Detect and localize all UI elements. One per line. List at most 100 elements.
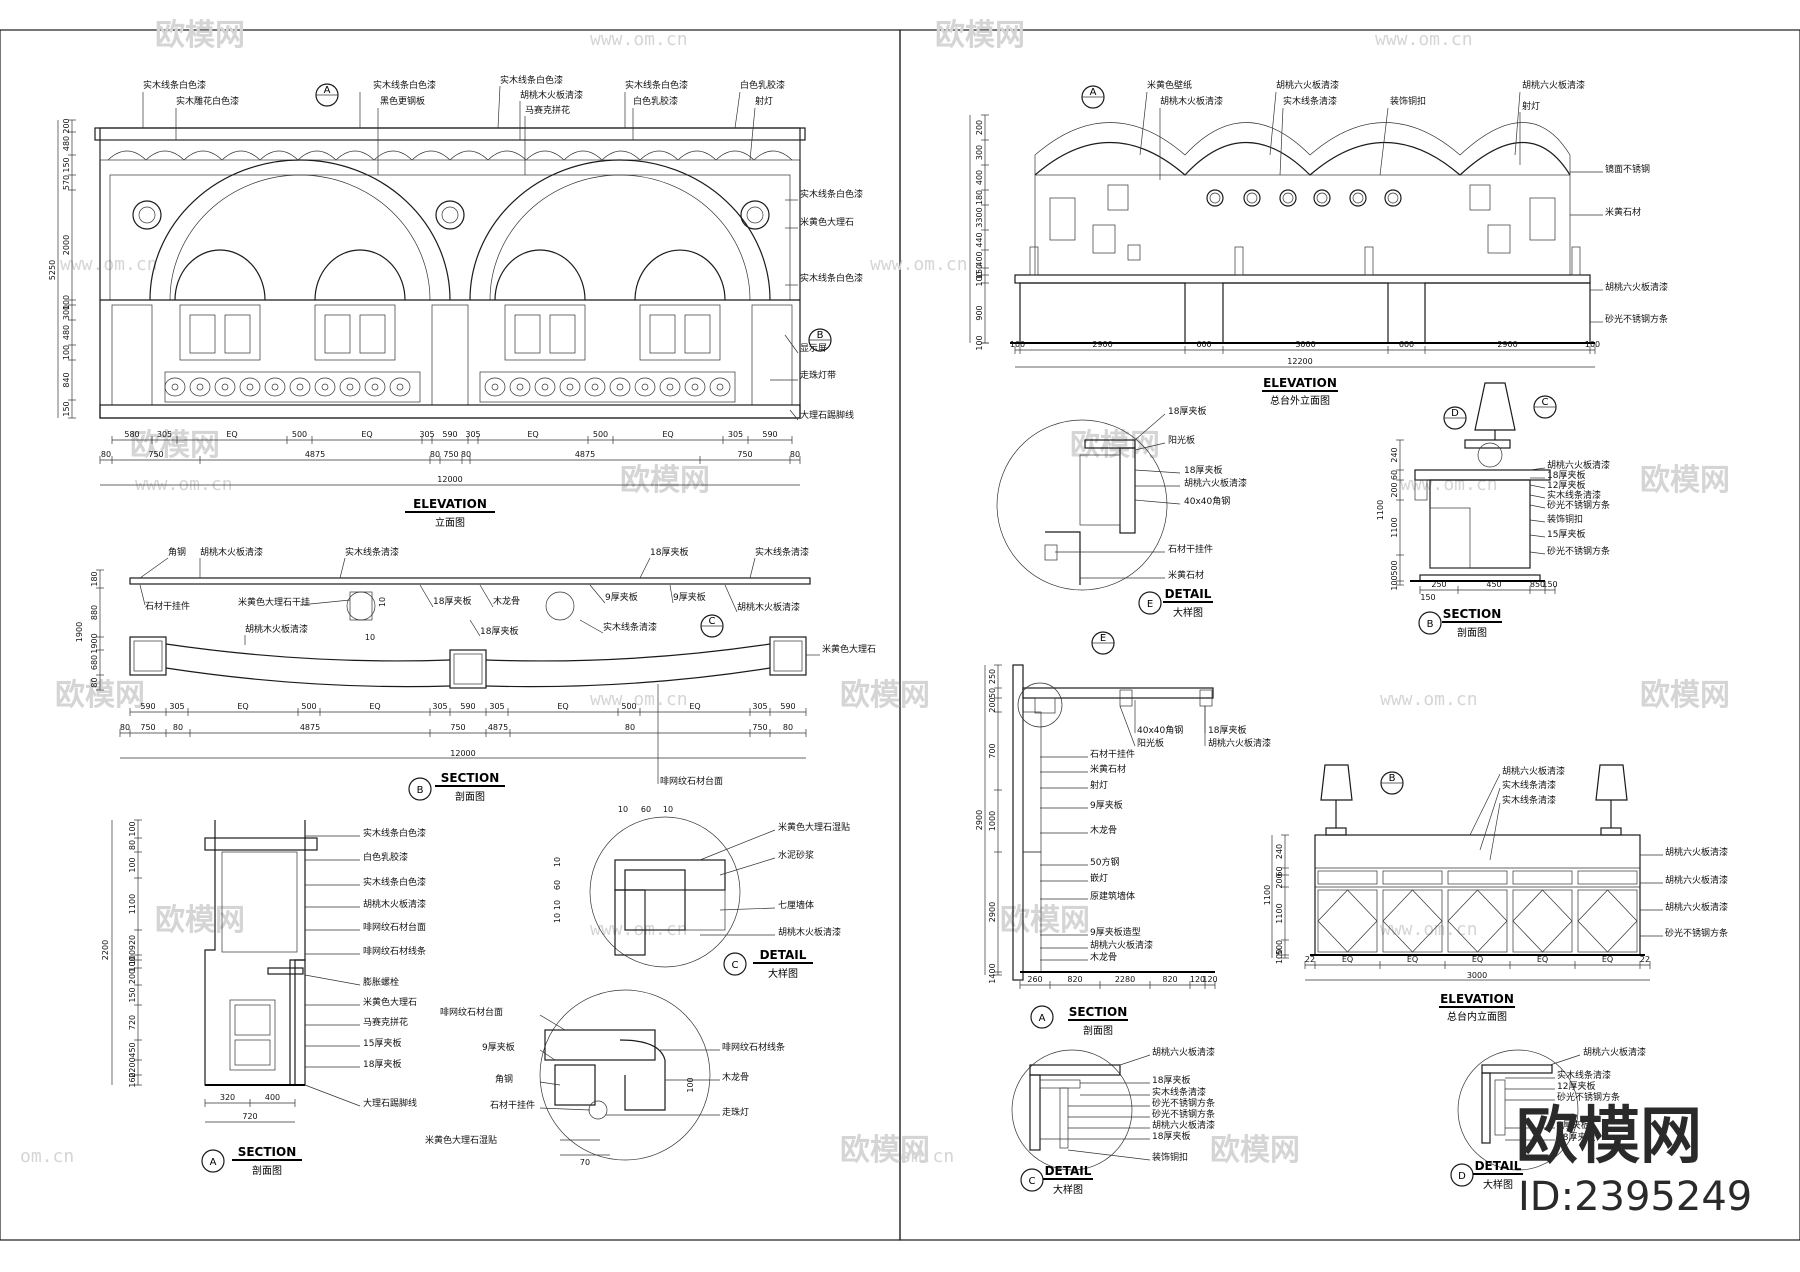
section-b-marker-c: C xyxy=(709,616,716,627)
callout-label: 白色乳胶漆 xyxy=(633,95,678,107)
dim-total: 5250 xyxy=(48,260,57,280)
dim-value: 100 xyxy=(1585,340,1600,349)
callout-label: 9厚夹板 xyxy=(673,591,706,603)
dim-value: 600 xyxy=(1196,340,1211,349)
callout-label: 实木线条白色漆 xyxy=(500,74,563,86)
dim-value: 850 xyxy=(1530,580,1545,589)
dim-value: 60 xyxy=(641,805,651,814)
detail-d-marker-text: D xyxy=(1458,1171,1466,1182)
detail-e-marker: E xyxy=(1138,591,1162,615)
dim-value: 305 xyxy=(432,702,447,711)
dim-value: 150 xyxy=(1542,580,1557,589)
dim-value: EQ xyxy=(361,430,372,439)
dim-value: 240 xyxy=(1390,447,1399,462)
callout-label: 走珠灯带 xyxy=(800,369,836,381)
dim-value: EQ xyxy=(1537,955,1548,964)
dim-value: 305 xyxy=(465,430,480,439)
section-b-right-marker-c: C xyxy=(1542,397,1549,408)
dim-total: 12200 xyxy=(1287,357,1312,366)
dim-value: 480 xyxy=(62,325,71,340)
watermark-url: www.om.cn xyxy=(1375,29,1473,50)
callout-label: 石材干挂件 xyxy=(1168,543,1213,555)
right-sheet-frame xyxy=(899,29,1800,1241)
dim-total: 1100 xyxy=(1263,885,1272,905)
dim-value: EQ xyxy=(1472,955,1483,964)
callout-label: 砂光不锈钢方条 xyxy=(1547,499,1610,511)
dim-value: 305 xyxy=(169,702,184,711)
callout-label: 18厚夹板 xyxy=(433,595,471,607)
watermark-brand: 欧模网 xyxy=(620,463,710,498)
callout-label: 胡桃六火板清漆 xyxy=(1152,1046,1215,1058)
detail-c-subtitle: 大样图 xyxy=(768,967,798,980)
dim-value: 305 xyxy=(752,702,767,711)
callout-label: 实木线条白色漆 xyxy=(800,272,863,284)
dim-value: 80 xyxy=(173,723,183,732)
callout-label: 9厚夹板 xyxy=(605,591,638,603)
dim-value: 680 xyxy=(90,655,99,670)
section-b-right-drawing xyxy=(1410,382,1551,582)
callout-label: 9厚夹板 xyxy=(482,1041,515,1053)
dim-value: 80 xyxy=(430,450,440,459)
section-b-marker-text: B xyxy=(417,785,424,796)
dim-value: 120 xyxy=(1202,975,1217,984)
section-b-right-marker: B xyxy=(1427,619,1434,630)
callout-label: 阳光板 xyxy=(1168,434,1195,446)
dim-value: 100 xyxy=(975,271,984,286)
dim-value: 250 xyxy=(988,669,997,684)
dim-value: 240 xyxy=(1275,844,1284,859)
callout-label: 实木线条清漆 xyxy=(1152,1086,1206,1098)
callout-label: 马赛克拼花 xyxy=(525,104,570,116)
callout-label: 实木线条白色漆 xyxy=(363,876,426,888)
dim-value: 1900 xyxy=(90,633,99,653)
dim-value: 2900 xyxy=(1497,340,1517,349)
dim-value: 2000 xyxy=(62,235,71,255)
dim-value: 750 xyxy=(140,723,155,732)
dim-value: 100 xyxy=(1275,949,1284,964)
section-a-right-markers: E A xyxy=(1030,631,1115,1029)
dim-value: 880 xyxy=(90,605,99,620)
callout-label: 原建筑墙体 xyxy=(1090,890,1135,902)
watermark-url: www.om.cn xyxy=(1380,689,1478,710)
callout-label: 黑色更钢板 xyxy=(380,95,425,107)
callout-label: 米黄色大理石 xyxy=(363,996,417,1008)
callout-label: 实木线条清漆 xyxy=(1502,794,1556,806)
section-b-subtitle: 剖面图 xyxy=(455,790,485,803)
callout-label: 实木线条清漆 xyxy=(1283,95,1337,107)
dim-value: 60 xyxy=(1275,866,1284,876)
dim-value: 1100 xyxy=(1390,517,1399,537)
callout-label: 米黄色大理石干挂 xyxy=(238,596,310,608)
callout-label: 18厚夹板 xyxy=(363,1058,401,1070)
dim-value: 580 xyxy=(124,430,139,439)
dim-value: 100 xyxy=(62,345,71,360)
dim-value: 260 xyxy=(1027,975,1042,984)
callout-label: 米黄石材 xyxy=(1090,763,1126,775)
dim-value: 500 xyxy=(292,430,307,439)
watermark-url: www.om.cn xyxy=(870,254,968,275)
dim-value: 840 xyxy=(62,372,71,387)
marker-b-text: B xyxy=(817,330,824,341)
callout-label: 砂光不锈钢方条 xyxy=(1547,545,1610,557)
section-b-right-labels: 胡桃六火板清漆18厚夹板12厚夹板实木线条清漆砂光不锈钢方条装饰铜扣15厚夹板砂… xyxy=(1529,459,1610,557)
section-b-right-title: SECTION xyxy=(1443,607,1502,621)
detail-e-subtitle: 大样图 xyxy=(1173,606,1203,619)
detail-lower-labels: 啡网纹石材台面9厚夹板啡网纹石材线条角钢木龙骨石材干挂件走珠灯米黄色大理石湿贴 xyxy=(425,1006,785,1146)
detail-d-marker: D xyxy=(1450,1163,1474,1187)
dim-value: 80 xyxy=(461,450,471,459)
main-elevation-title: ELEVATION xyxy=(413,497,487,511)
callout-label: 实木线条清漆 xyxy=(1502,779,1556,791)
callout-label: 胡桃木火板清漆 xyxy=(520,89,583,101)
dim-value: 590 xyxy=(442,430,457,439)
callout-label: 射灯 xyxy=(755,95,773,107)
callout-label: 胡桃六火板清漆 xyxy=(1090,939,1153,951)
dim-value: EQ xyxy=(1407,955,1418,964)
watermark-brand: 欧模网 xyxy=(840,678,930,713)
callout-label: 砂光不锈钢方条 xyxy=(1152,1108,1215,1120)
callout-label: 砂光不锈钢方条 xyxy=(1557,1091,1620,1103)
callout-label: 胡桃六火板清漆 xyxy=(1184,477,1247,489)
dim-total: 3000 xyxy=(1467,971,1487,980)
callout-label: 米黄色壁纸 xyxy=(1147,79,1192,91)
callout-label: 啡网纹石材台面 xyxy=(363,921,426,933)
section-a-profile xyxy=(204,820,318,1086)
detail-c-marker: C xyxy=(723,952,747,976)
